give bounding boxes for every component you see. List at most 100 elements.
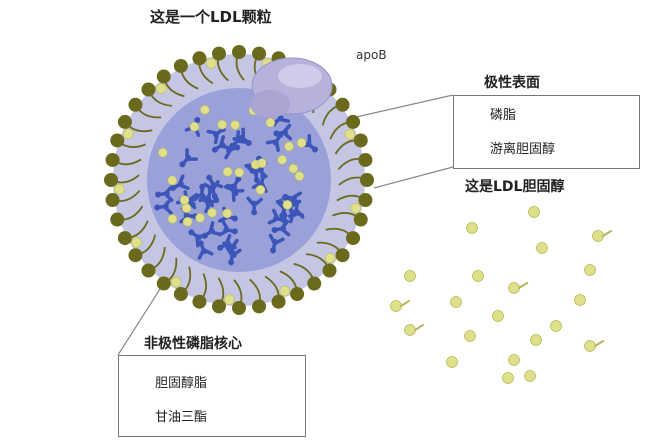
surface-cholesterol (279, 285, 291, 297)
triglyceride (268, 233, 285, 254)
free-cholesterol-particle (472, 270, 484, 282)
triglyceride (170, 174, 190, 191)
core-cholesterol-ester (288, 163, 299, 174)
phospholipid-head (173, 287, 188, 302)
diagram-title: 这是一个LDL颗粒 (150, 8, 272, 26)
core-cholesterol-ester (296, 138, 307, 148)
phospholipid-head (360, 173, 374, 187)
free-cholesterol-particle (592, 230, 604, 242)
core-cholesterol-ester (230, 120, 240, 130)
core-cholesterol-ester (182, 216, 193, 227)
core-cholesterol-ester (222, 208, 233, 219)
phospholipid-head (110, 133, 125, 148)
free-cholesterol-particle (584, 264, 596, 276)
core-cholesterol-ester (282, 200, 293, 210)
core-cholesterol-ester (277, 154, 287, 165)
free-cholesterol-particle (464, 330, 476, 342)
triglyceride (188, 229, 208, 248)
core-cholesterol-ester (181, 203, 192, 213)
phospholipid-head (358, 152, 373, 167)
triglyceride (155, 185, 174, 202)
free-cholesterol-particle (508, 354, 520, 366)
triglyceride (267, 208, 288, 225)
phospholipid-head (141, 263, 156, 278)
core-cholesterol-ester (189, 121, 200, 132)
surface-cholesterol (155, 83, 167, 94)
free-cholesterol-particle (528, 206, 540, 218)
phospholipid-head (353, 212, 368, 227)
free-cholesterol-particle (450, 296, 462, 308)
surface-cholesterol (114, 183, 125, 195)
core-cholesterol-ester (217, 119, 227, 130)
phospholipid-head (271, 294, 286, 309)
core-cholesterol-ester (167, 214, 178, 224)
triglyceride (179, 148, 198, 168)
phospholipid-head (156, 276, 171, 291)
phospholipid-head (128, 97, 143, 112)
core-cholesterol-ester (294, 171, 305, 181)
triglyceride (246, 196, 263, 216)
core-cholesterol-ester (255, 185, 266, 195)
free-cholesterol-title: 这是LDL胆固醇 (465, 179, 565, 195)
core-cholesterol-ester (257, 158, 267, 168)
core-title: 非极性磷脂核心 (144, 336, 242, 352)
apob-label: apoB (356, 48, 387, 62)
phospholipid-head (104, 173, 118, 187)
phospholipid-head (141, 82, 156, 97)
free-cholesterol-particle (492, 310, 504, 322)
core-cholesterol-ester (179, 195, 190, 205)
cholesterol-tail (601, 229, 613, 238)
apob-protein (250, 57, 333, 118)
phospholipid-head (322, 263, 337, 278)
phospholipid-head (211, 299, 226, 314)
core-cholesterol-ester (284, 141, 294, 152)
core-legend: 胆固醇脂 甘油三酯 (118, 355, 306, 437)
phospholipid-head (252, 299, 267, 314)
free-cholesterol-particle (574, 294, 586, 306)
polar-surface-legend: 磷脂 游离胆固醇 (453, 95, 640, 169)
phospholipid-head (128, 248, 143, 263)
leader-line-polar (351, 94, 454, 119)
surface-cholesterol (350, 202, 361, 214)
surface-cholesterol (224, 294, 235, 305)
triglyceride (223, 176, 242, 196)
free-cholesterol-particle (530, 334, 542, 346)
phospholipid-head (156, 69, 171, 84)
core-cholesterol-ester (265, 117, 276, 128)
phospholipid-head (232, 301, 246, 315)
core-cholesterol-ester (200, 105, 210, 115)
phospholipid-head (307, 276, 322, 291)
triglyceride (273, 123, 293, 141)
triglyceride (199, 197, 220, 214)
phospholipid-head (335, 97, 350, 112)
cholesterol-tail (517, 281, 529, 290)
free-cholesterol-particle (524, 370, 536, 382)
free-cholesterol-particle (404, 270, 416, 282)
legend-free-cholesterol-label: 游离胆固醇 (490, 142, 556, 157)
phospholipid-head (232, 45, 246, 59)
legend-phospholipid-label: 磷脂 (490, 108, 517, 123)
core-cholesterol-ester (222, 166, 233, 177)
phospholipid-head (252, 46, 267, 61)
free-cholesterol-particle (536, 242, 548, 254)
free-cholesterol-particle (466, 222, 478, 234)
surface-cholesterol (344, 128, 356, 140)
phospholipid-head (105, 193, 120, 208)
core-cholesterol-ester (234, 167, 245, 178)
phospholipid-head (290, 287, 305, 302)
free-cholesterol-particle (508, 282, 520, 294)
legend-triglyceride-label: 甘油三酯 (155, 410, 208, 425)
free-cholesterol-particle (404, 324, 416, 336)
surface-cholesterol (205, 57, 217, 69)
triglyceride (220, 143, 241, 160)
triglyceride (225, 245, 242, 266)
free-cholesterol-cloud (390, 206, 613, 384)
cholesterol-tail (593, 339, 605, 348)
phospholipid-head (192, 294, 207, 309)
phospholipid-head (117, 231, 132, 246)
surface-cholesterol (324, 252, 336, 264)
free-cholesterol-particle (390, 300, 402, 312)
phospholipid-head (173, 58, 188, 73)
core-cholesterol-ester (158, 147, 168, 158)
